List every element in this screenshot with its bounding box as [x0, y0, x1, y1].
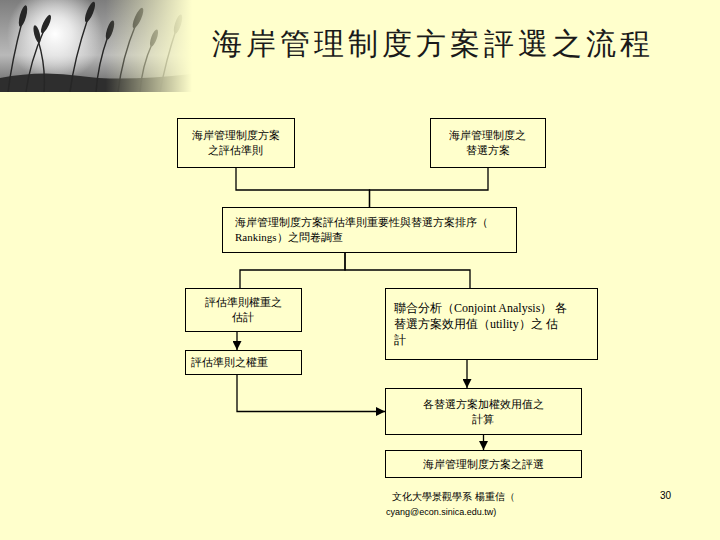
flow-connector [237, 375, 385, 412]
box-text: 聯合分析（Conjoint Analysis） 各替選方案效用值（utility… [394, 300, 569, 349]
box-text: 海岸管理制度方案 之評估準則 [190, 128, 282, 158]
process-box: 評估準則之權重 [185, 350, 302, 375]
flow-connector [240, 253, 345, 288]
page-number: 30 [660, 490, 671, 501]
box-text: 評估準則權重之 估計 [203, 295, 284, 325]
process-box: 海岸管理制度方案之評選 [385, 450, 582, 478]
process-box: 各替選方案加權效用值之 計算 [385, 388, 582, 435]
flow-connector [370, 168, 489, 207]
process-box: 聯合分析（Conjoint Analysis） 各替選方案效用值（utility… [385, 288, 598, 360]
process-box: 海岸管理制度方案 之評估準則 [177, 118, 295, 168]
process-box: 評估準則權重之 估計 [185, 288, 302, 332]
flow-connector [236, 168, 370, 207]
box-text: 各替選方案加權效用值之 計算 [421, 397, 546, 427]
box-text: 海岸管理制度方案評估準則重要性與替選方案排序（ Rankings）之問卷調查 [235, 215, 492, 245]
box-text: 海岸管理制度方案之評選 [423, 457, 544, 472]
photo-fade [0, 0, 192, 92]
flow-connector [466, 360, 467, 388]
process-box: 海岸管理制度之 替選方案 [430, 118, 546, 168]
flow-connector [345, 253, 470, 288]
box-text: 海岸管理制度之 替選方案 [447, 128, 528, 158]
footer-text: 文化大學景觀學系 楊重信（ [392, 490, 515, 504]
flow-connector [236, 332, 237, 350]
flow-connector [483, 435, 484, 450]
sky [0, 0, 192, 92]
process-box: 海岸管理制度方案評估準則重要性與替選方案排序（ Rankings）之問卷調查 [222, 207, 517, 253]
footer-text: cyang@econ.sinica.edu.tw) [386, 507, 496, 517]
box-text: 評估準則之權重 [191, 355, 296, 370]
wheat-photo [0, 0, 192, 92]
slide-title: 海岸管理制度方案評選之流程 [212, 24, 654, 65]
